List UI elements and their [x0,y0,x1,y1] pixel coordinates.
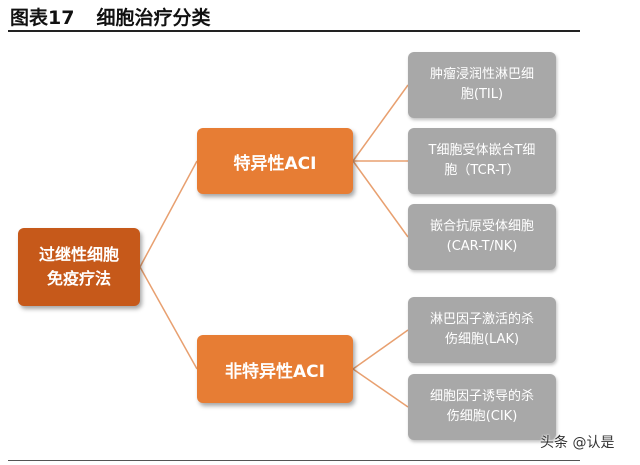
leaf-label-line1: 嵌合抗原受体细胞 [429,219,534,234]
root-node: 过继性细胞 免疫疗法 [18,228,140,306]
root-label-line2: 免疫疗法 [46,269,111,288]
leaf-label-line1: T细胞受体嵌合T细 [428,143,536,158]
leaf-tcr-t: T细胞受体嵌合T细 胞（TCR-T） [408,128,556,194]
leaf-label-line2: 胞(TIL) [460,87,504,102]
figure-number: 图表17 [10,6,75,29]
leaf-label-line2: (CAR-T/NK) [446,239,518,254]
connector-root-cat2 [139,266,198,370]
leaf-label-line2: 伤细胞(CIK) [446,409,518,424]
bottom-rule [8,460,580,461]
connector-cat1-leaf3 [352,160,409,238]
category-nonspecific-aci: 非特异性ACI [197,335,353,403]
category-label: 特异性ACI [233,153,317,174]
title-rule [8,30,580,32]
connector-cat1-leaf1 [352,84,409,162]
figure-title: 图表17 细胞治疗分类 [10,3,210,29]
leaf-cik: 细胞因子诱导的杀 伤细胞(CIK) [408,374,556,440]
category-label: 非特异性ACI [225,361,325,382]
watermark-text: 头条 @认是 [540,435,615,451]
category-specific-aci: 特异性ACI [197,128,353,194]
connector-cat2-leaf4 [352,329,409,370]
connector-cat2-leaf5 [352,368,409,408]
leaf-label-line2: 伤细胞(LAK) [444,332,520,347]
figure-caption: 细胞治疗分类 [96,6,211,29]
connector-root-cat1 [139,160,198,268]
leaf-til: 肿瘤浸润性淋巴细 胞(TIL) [408,52,556,118]
leaf-label-line2: 胞（TCR-T） [444,163,520,178]
leaf-lak: 淋巴因子激活的杀 伤细胞(LAK) [408,297,556,363]
root-label-line1: 过继性细胞 [38,245,119,264]
leaf-label-line1: 肿瘤浸润性淋巴细 [429,67,534,82]
leaf-label-line1: 淋巴因子激活的杀 [429,312,534,327]
leaf-car: 嵌合抗原受体细胞 (CAR-T/NK) [408,204,556,270]
leaf-label-line1: 细胞因子诱导的杀 [429,389,534,404]
